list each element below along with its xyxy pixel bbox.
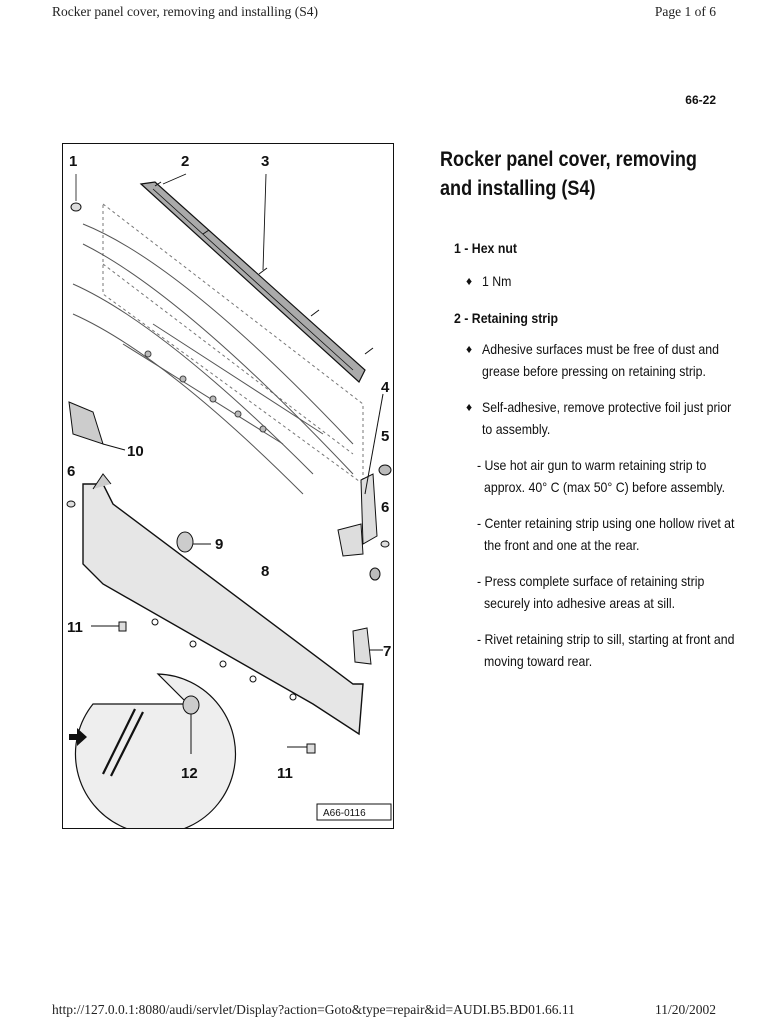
step-4: - Rivet retaining strip to sill, startin… <box>476 631 735 669</box>
callout-10: 10 <box>127 443 144 460</box>
callout-11-bottom: 11 <box>277 765 293 782</box>
diamond-bullet-icon: ♦ <box>466 342 473 356</box>
callout-6-left: 6 <box>67 463 75 480</box>
item-2-title: 2 - Retaining strip <box>454 310 559 326</box>
diamond-bullet-icon: ♦ <box>466 400 473 414</box>
callout-9: 9 <box>215 536 223 553</box>
step-2: - Center retaining strip using one hollo… <box>476 515 735 553</box>
callout-3: 3 <box>261 153 269 170</box>
callout-6-right: 6 <box>381 499 389 516</box>
callout-11-left: 11 <box>67 619 83 636</box>
item-2-bullet-1: ♦ Adhesive surfaces must be free of dust… <box>454 338 754 382</box>
callout-7: 7 <box>383 643 391 660</box>
item-2-bullet-2: ♦ Self-adhesive, remove protective foil … <box>454 396 754 440</box>
callout-5: 5 <box>381 428 389 445</box>
figure-code: A66-0116 <box>323 808 366 819</box>
callout-2: 2 <box>181 153 189 170</box>
callout-4: 4 <box>381 379 390 396</box>
step-1: - Use hot air gun to warm retaining stri… <box>476 457 726 495</box>
section-page-number: 66-22 <box>685 93 716 107</box>
footer-date: 11/20/2002 <box>654 1002 716 1017</box>
exploded-diagram: 1 2 3 4 5 6 6 7 8 9 10 11 11 12 A66-0116 <box>62 143 394 829</box>
footer-url: http://127.0.0.1:8080/audi/servlet/Displ… <box>52 1002 575 1017</box>
callout-8: 8 <box>261 563 269 580</box>
callout-1: 1 <box>69 153 77 170</box>
diamond-bullet-icon: ♦ <box>466 274 473 288</box>
page-title: Rocker panel cover, removing and install… <box>440 148 697 200</box>
callout-labels: 1 2 3 4 5 6 6 7 8 9 10 11 11 12 <box>67 153 391 782</box>
header-title: Rocker panel cover, removing and install… <box>52 4 319 19</box>
rocker-panel-illustration: 1 2 3 4 5 6 6 7 8 9 10 11 11 12 A66-0116 <box>66 153 392 828</box>
header-page-indicator: Page 1 of 6 <box>654 4 716 19</box>
item-1-title: 1 - Hex nut <box>454 240 517 256</box>
callout-12: 12 <box>181 765 198 782</box>
step-3: - Press complete surface of retaining st… <box>476 573 705 611</box>
instructions: 1 - Hex nut ♦ 1 Nm 2 - Retaining strip ♦… <box>454 240 754 672</box>
item-1-bullet: ♦ 1 Nm <box>454 270 754 292</box>
